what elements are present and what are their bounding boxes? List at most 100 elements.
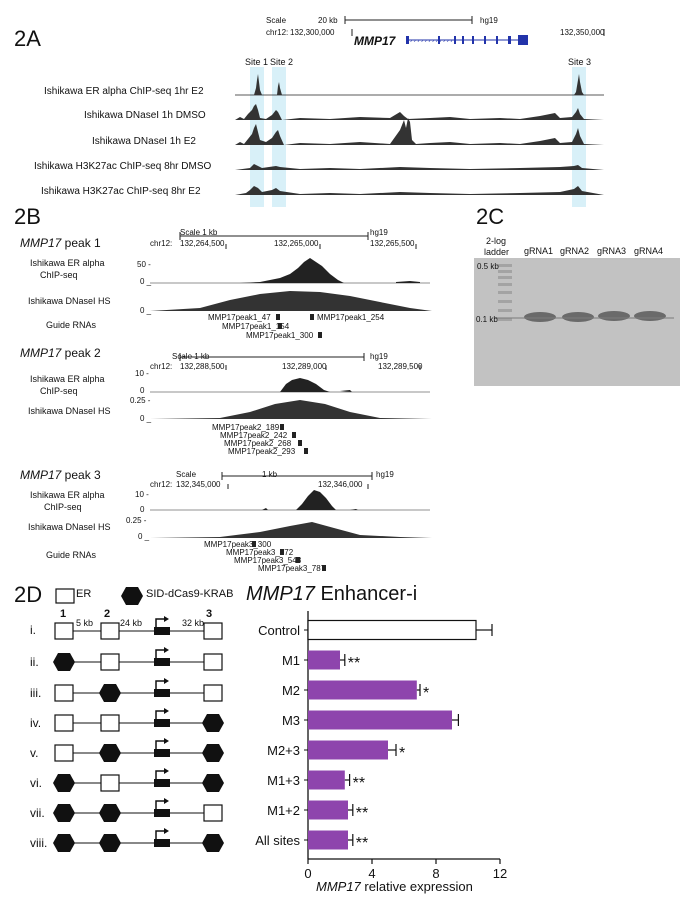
peak-1-er-label-2: ChIP-seq (40, 270, 78, 280)
coord-right: 132,350,000 (560, 28, 605, 37)
peak-1-guide-2: MMP17peak1_154 (222, 322, 290, 331)
peak-2-coord-1: 132,289,000 (282, 362, 327, 371)
peak-2-title: MMP17 peak 2 (20, 346, 101, 360)
peak-2-dnase-signal (150, 400, 432, 419)
site-1-label: Site 1 (245, 57, 269, 67)
genome-label: hg19 (480, 16, 498, 25)
bar-2 (308, 680, 417, 700)
panel-2a-label: 2A (14, 26, 41, 51)
lane-gRNA3: gRNA3 (597, 246, 627, 256)
peak-2-coord-2: 132,289,500 (378, 362, 423, 371)
legend-er-box (55, 588, 75, 604)
category-label-2: M2 (282, 683, 300, 698)
bar-7 (308, 830, 348, 850)
legend-sid-label: SID-dCas9-KRAB (146, 588, 234, 600)
scale-value: 20 kb (318, 16, 338, 25)
legend-er-label: ER (76, 588, 92, 600)
peak-1-coord-2: 132,265,500 (370, 239, 415, 248)
panel-2b-graphics (150, 232, 432, 571)
peak-3-genome: hg19 (376, 470, 394, 479)
row-label-iv: iv. (30, 716, 42, 730)
peak-3-scale-value: 1 kb (262, 470, 278, 479)
peak-2-coord-0: 132,288,500 (180, 362, 225, 371)
peak-3-guide-0: MMP17peak3_300 (204, 540, 272, 549)
construct-row-vii (53, 798, 223, 822)
peak-2-er-signal (280, 378, 330, 392)
distance-3: 32 kb (182, 618, 205, 628)
peak-2-guide-3: MMP17peak2_293 (228, 447, 296, 456)
construct-row-i (54, 616, 223, 640)
peak-1-chr: chr12: (150, 239, 173, 248)
significance-6: ** (356, 805, 368, 822)
construct-row-vi (53, 768, 224, 792)
track-label-dnase-dmso: Ishikawa DNaseI 1h DMSO (84, 110, 206, 121)
track-label-h3k27ac-dmso: Ishikawa H3K27ac ChIP-seq 8hr DMSO (34, 161, 212, 172)
category-label-1: M1 (282, 653, 300, 668)
row-label-v: v. (30, 746, 39, 760)
construct-row-iii (54, 678, 223, 702)
construct-row-viii (53, 828, 224, 852)
track-dnase-e2 (235, 118, 604, 145)
row-label-i: i. (30, 623, 36, 637)
category-label-7: All sites (255, 833, 300, 848)
peak-3-chr: chr12: (150, 480, 173, 489)
row-label-viii: viii. (30, 836, 48, 850)
track-label-dnase-e2: Ishikawa DNaseI 1h E2 (92, 136, 196, 147)
peak-1-er-label-1: Ishikawa ER alpha (30, 258, 105, 268)
x-tick-label-2: 8 (432, 866, 439, 881)
peak-1-guide-1: MMP17peak1_254 (317, 313, 385, 322)
track-label-er-alpha: Ishikawa ER alpha ChIP-seq 1hr E2 (44, 86, 204, 97)
site-number-2: 2 (104, 608, 111, 620)
peak-2-dnase-ymax: 0.25 - (130, 396, 151, 405)
peak-1-dnase-label: Ishikawa DNaseI HS (28, 296, 111, 306)
ladder-label-1: 2-log (486, 236, 507, 246)
distance-2: 24 kb (120, 618, 143, 628)
category-label-5: M1+3 (267, 773, 300, 788)
x-tick-label-1: 4 (368, 866, 375, 881)
peak-1-guide-label: Guide RNAs (46, 320, 97, 330)
lane-gRNA1: gRNA1 (524, 246, 554, 256)
peak-3-guide-3: MMP17peak3_787 (258, 564, 326, 573)
ladder-label-2: ladder (484, 247, 510, 257)
track-er-alpha (235, 74, 604, 96)
peak-1-er-ymax: 50 - (137, 260, 151, 269)
construct-rows (53, 616, 224, 852)
bar-5 (308, 770, 345, 790)
peak-1-coord-1: 132,265,000 (274, 239, 319, 248)
peak-1-title: MMP17 peak 1 (20, 236, 101, 250)
peak-3-er-ymin: 0 (140, 505, 145, 514)
peak-1-guide-3: MMP17peak1_300 (246, 331, 314, 340)
peak-1-guide-0: MMP17peak1_47 (208, 313, 271, 322)
peak-3-coord-0: 132,345,000 (176, 480, 221, 489)
row-label-iii: iii. (30, 686, 42, 700)
peak-1-dnase-signal (150, 291, 432, 311)
peak-2-guide-0: MMP17peak2_189 (212, 423, 280, 432)
peak-2-chr: chr12: (150, 362, 173, 371)
peak-3-dnase-ymax: 0.25 - (126, 516, 147, 525)
peak-2-er-ymin: 0 (140, 386, 145, 395)
site-2-label: Site 2 (270, 57, 294, 67)
peak-1-scale: Scale 1 kb (180, 228, 218, 237)
category-label-0: Control (258, 623, 300, 638)
significance-2: * (423, 685, 429, 702)
category-label-6: M1+2 (267, 803, 300, 818)
chart-xlabel: MMP17 relative expression (316, 879, 473, 894)
x-tick-label-0: 0 (304, 866, 311, 881)
gene-model: › › › › › › › › › › › › (406, 35, 528, 45)
distance-1: 5 kb (76, 618, 94, 628)
significance-7: ** (356, 835, 368, 852)
peak-1-er-signal (240, 258, 344, 283)
significance-1: ** (348, 655, 360, 672)
track-dnase-dmso (235, 104, 604, 120)
construct-row-iv (54, 708, 224, 732)
bar-0 (307, 619, 477, 641)
x-tick-label-3: 12 (493, 866, 507, 881)
track-h3k27ac-dmso (235, 164, 604, 170)
peak-2-guide-1: MMP17peak2_242 (220, 431, 288, 440)
bar-1 (308, 650, 340, 670)
peak-3-title: MMP17 peak 3 (20, 468, 101, 482)
svg-text:› › › › › › › › › › › ›: › › › › › › › › › › › › (410, 39, 452, 45)
peak-3-guide-1: MMP17peak3_472 (226, 548, 294, 557)
construct-row-v (54, 738, 224, 762)
peak-2-guide-2: MMP17peak2_268 (224, 439, 292, 448)
